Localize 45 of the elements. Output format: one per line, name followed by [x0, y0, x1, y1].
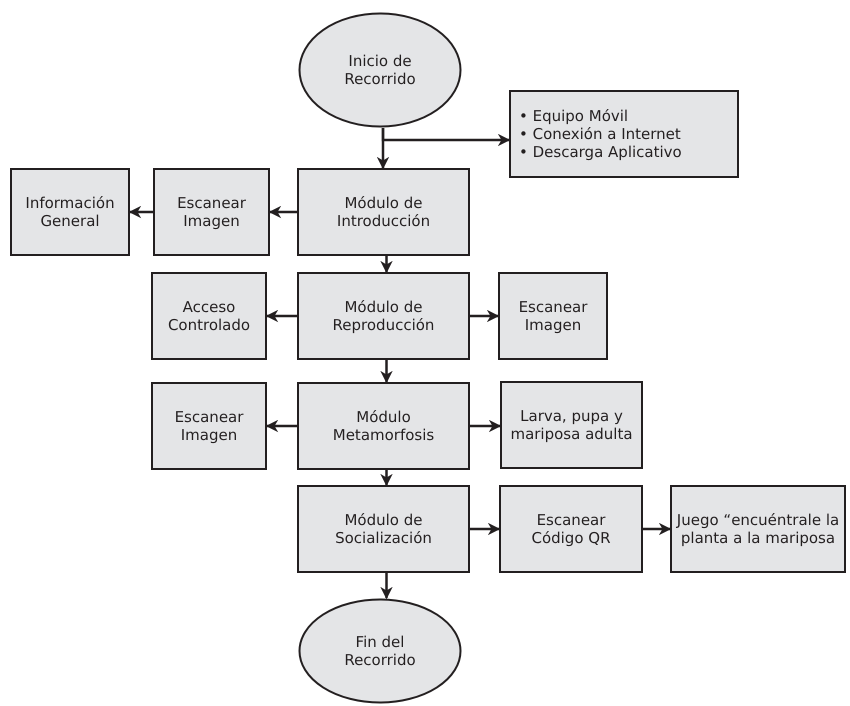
arrow: [470, 310, 500, 322]
process-box: [498, 272, 608, 360]
arrow: [266, 310, 297, 322]
arrow: [380, 256, 393, 274]
process-box: [297, 168, 470, 256]
arrow: [382, 128, 510, 146]
node-text: • Descarga Aplicativo: [519, 143, 682, 161]
node-text: Escanear Código QR: [530, 511, 612, 547]
node-text: Juego “encuéntrale la planta a la mariposa: [676, 511, 840, 547]
node-text: Módulo de Introducción: [336, 194, 432, 230]
arrow: [380, 573, 393, 600]
arrow: [470, 420, 502, 432]
node-text: Módulo Metamorfosis: [332, 408, 436, 444]
arrow: [643, 522, 672, 536]
arrow: [380, 470, 393, 486]
node-text: Módulo de Reproducción: [332, 298, 436, 334]
process-box: [153, 168, 270, 256]
process-box: [499, 485, 643, 573]
process-box: [10, 168, 130, 256]
node-text: Inicio de Recorrido: [343, 52, 417, 88]
node-text: • Equipo Móvil: [519, 107, 628, 125]
process-box: [151, 382, 267, 470]
requirements-box: [509, 90, 739, 178]
arrow: [266, 420, 297, 432]
process-box: [297, 485, 470, 573]
node-text: Escanear Imagen: [176, 194, 247, 230]
node-text: Información General: [24, 194, 116, 230]
node-text: Larva, pupa y mariposa adulta: [509, 407, 634, 443]
arrow: [380, 360, 393, 384]
process-box: [297, 382, 470, 470]
process-box: [151, 272, 267, 360]
terminal-ellipse: [298, 12, 462, 128]
node-text: • Conexión a Internet: [519, 125, 681, 143]
arrow: [470, 522, 500, 536]
process-box: [670, 485, 846, 573]
terminal-ellipse: [298, 598, 462, 704]
node-text: Fin del Recorrido: [343, 633, 417, 669]
node-text: Escanear Imagen: [174, 408, 244, 444]
process-box: [500, 381, 643, 469]
node-text: Módulo de Socialización: [334, 511, 433, 547]
process-box: [297, 272, 470, 360]
arrow: [268, 206, 297, 218]
node-text: Escanear Imagen: [518, 298, 588, 334]
arrow: [128, 206, 153, 218]
node-text: Acceso Controlado: [166, 298, 252, 334]
